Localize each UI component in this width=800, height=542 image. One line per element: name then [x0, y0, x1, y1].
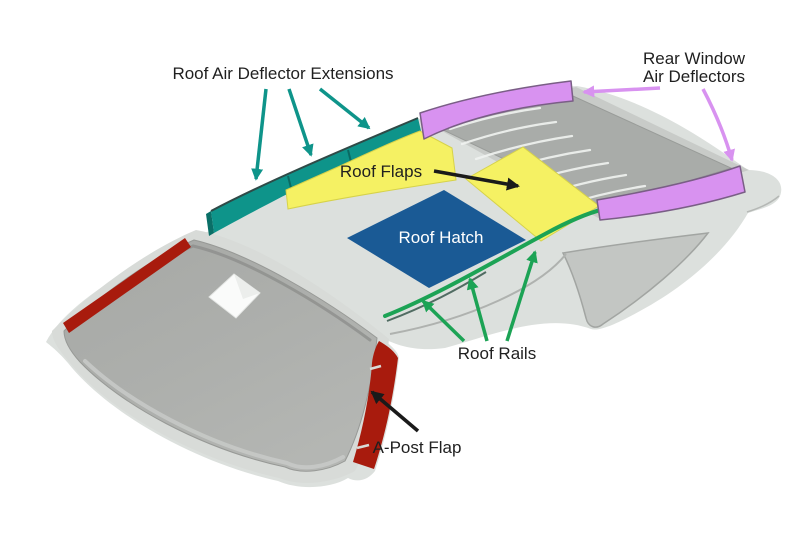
label-roof-flaps: Roof Flaps [340, 162, 422, 181]
black-arrows [370, 169, 520, 433]
a-post-flap-right [353, 341, 398, 469]
roof-flap-front [285, 130, 457, 210]
glass-bottom-highlight [83, 359, 345, 470]
deflector-strip-top-edge [210, 117, 419, 212]
mirror-bump-line [746, 195, 780, 213]
side-crease-line [389, 253, 567, 335]
label-roof-air-deflector-extensions: Roof Air Deflector Extensions [172, 64, 393, 83]
windshield-glass [63, 239, 378, 472]
deflector-strip-dividers [287, 149, 352, 189]
purple-arrow-left [582, 85, 661, 98]
roof-air-deflector-extension-strip [211, 118, 421, 233]
label-roof-hatch: Roof Hatch [398, 228, 483, 247]
green-arrow-1 [421, 299, 466, 343]
label-rear-window-line2: Air Deflectors [643, 67, 745, 86]
label-rear-window-line1: Rear Window [643, 49, 746, 68]
rear-window-air-deflector-right [596, 165, 746, 221]
side-fairing-panel [561, 232, 710, 328]
roof-flaps-arrow [433, 169, 520, 191]
rear-window-deflector-arrows [582, 85, 735, 162]
teal-arrow-3 [318, 87, 371, 130]
teal-arrow-2 [287, 88, 314, 157]
teal-arrow-1 [251, 88, 268, 181]
roof-rail-line [383, 207, 606, 318]
a-post-flap-left [63, 238, 191, 333]
roof-rails-arrows [421, 250, 538, 343]
deflector-strip-endcap [206, 211, 214, 236]
label-a-post-flap: A-Post Flap [373, 438, 462, 457]
green-arrow-3 [505, 250, 538, 342]
roof-hatch [347, 190, 526, 288]
label-roof-rails: Roof Rails [458, 344, 536, 363]
roof-air-deflector-arrows [251, 87, 371, 181]
windshield-sticker-fold [234, 274, 260, 299]
a-post-flap-arrow [370, 390, 420, 433]
a-post-flap-notches [356, 364, 382, 450]
rear-window-air-deflector-left [419, 80, 574, 140]
purple-arrow-right [701, 88, 735, 162]
green-arrow-2 [466, 277, 489, 342]
